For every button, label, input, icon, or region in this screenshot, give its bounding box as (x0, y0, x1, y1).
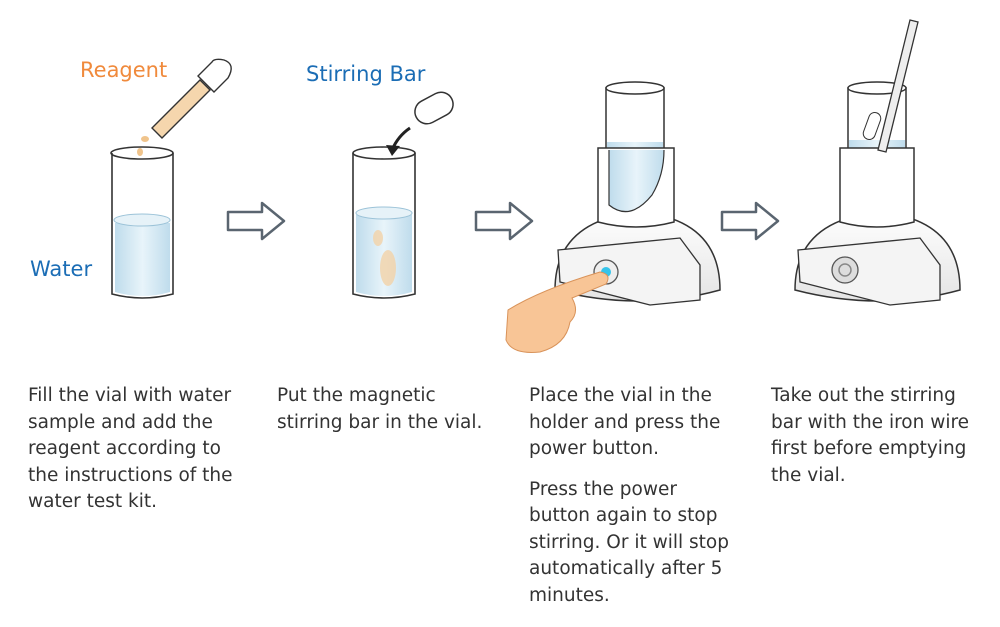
magnetic-stirrer-with-wire (794, 19, 961, 306)
step-4-paragraph: Take out the stirring bar with the iron … (771, 385, 970, 486)
arrow-icon (226, 201, 286, 241)
magnetic-stirrer (505, 81, 721, 353)
water-label: Water (30, 257, 93, 281)
finger-icon (505, 271, 609, 353)
dropper-icon (137, 58, 232, 156)
step-2-paragraph: Put the magnetic stirring bar in the via… (277, 385, 483, 433)
step-3-paragraph: Place the vial in the holder and press t… (529, 385, 721, 459)
vial-with-water (110, 146, 174, 299)
arrow-icon (720, 201, 780, 241)
reagent-label: Reagent (80, 58, 168, 82)
step-4-text: Take out the stirring bar with the iron … (771, 383, 986, 503)
step-3-text: Place the vial in the holder and press t… (529, 383, 739, 623)
step-2-text: Put the magnetic stirring bar in the via… (277, 383, 492, 450)
arrow-icon (474, 201, 534, 241)
step-1-text: Fill the vial with water sample and add … (28, 383, 243, 530)
stirring-bar-label: Stirring Bar (306, 62, 426, 86)
step-3-paragraph-2: Press the power button again to stop sti… (529, 478, 729, 606)
vial-with-stir-bar (352, 91, 454, 299)
step-1-paragraph: Fill the vial with water sample and add … (28, 385, 233, 512)
